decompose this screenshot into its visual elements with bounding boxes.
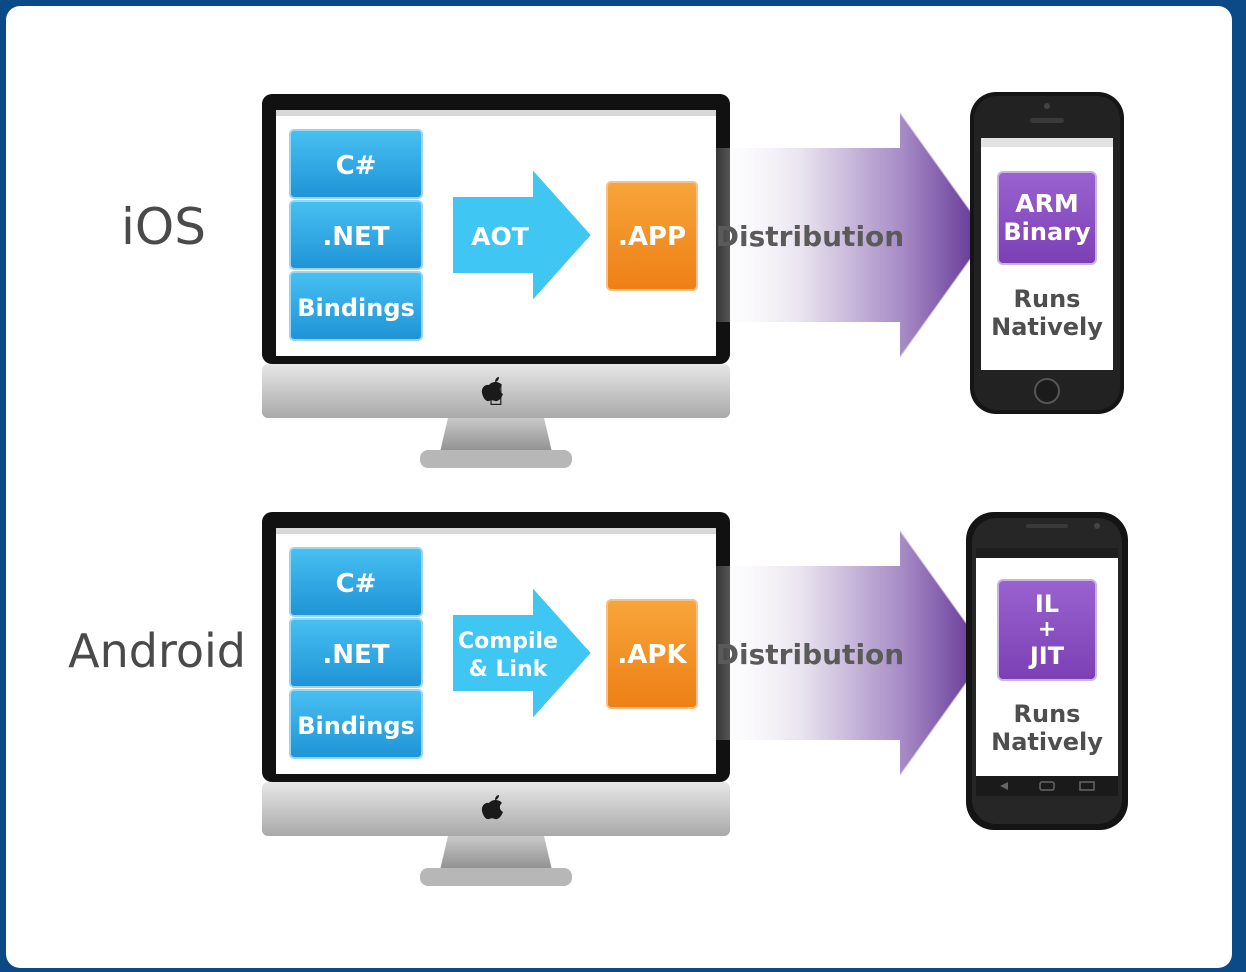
ios-device-line-1: ARM xyxy=(1015,189,1078,218)
android-device-line-1: IL xyxy=(1035,590,1059,618)
ios-stack-bindings: Bindings xyxy=(289,271,423,341)
android-stack-bindings-label: Bindings xyxy=(297,712,415,740)
android-compile-line-2: & Link xyxy=(469,657,549,682)
android-device-line-2: + xyxy=(1038,617,1056,642)
ios-distribution-arrow: Distribution xyxy=(700,111,990,359)
ios-platform-label: iOS xyxy=(121,198,206,256)
android-distribution-arrow: Distribution xyxy=(700,529,990,777)
ios-stack-dotnet-label: .NET xyxy=(322,222,389,252)
ios-stack-csharp: C# xyxy=(289,129,423,199)
android-phone: IL + JIT Runs Natively xyxy=(966,512,1128,830)
android-stack-bindings: Bindings xyxy=(289,689,423,759)
android-stack-dotnet-label: .NET xyxy=(322,640,389,670)
ios-runs-line-2: Natively xyxy=(991,313,1103,341)
ios-runs-line-1: Runs xyxy=(1014,285,1081,313)
android-device-line-3: JIT xyxy=(1028,642,1065,670)
android-distribution-label: Distribution xyxy=(716,638,904,671)
ios-device-line-2: Binary xyxy=(1003,218,1091,246)
android-runs-line-2: Natively xyxy=(991,728,1103,756)
ios-stack-csharp-label: C# xyxy=(336,151,377,181)
ios-distribution-label: Distribution xyxy=(716,220,904,253)
android-stack-csharp: C# xyxy=(289,547,423,617)
ios-stack-bindings-label: Bindings xyxy=(297,294,415,322)
ios-package-label: .APP xyxy=(618,222,686,252)
android-package-label: .APK xyxy=(617,640,687,670)
android-compile-arrow: Compile & Link xyxy=(451,583,594,723)
android-stack-csharp-label: C# xyxy=(336,569,377,599)
android-compile-line-1: Compile xyxy=(458,629,558,654)
ios-stack-dotnet: .NET xyxy=(289,200,423,270)
ios-aot-label: AOT xyxy=(471,222,529,251)
ios-phone: ARM Binary Runs Natively xyxy=(970,92,1124,414)
ios-package-box: .APP xyxy=(606,181,698,291)
android-package-box: .APK xyxy=(606,599,698,709)
apple-logo-icon xyxy=(481,795,503,820)
ios-aot-arrow: AOT xyxy=(451,165,594,305)
android-stack-dotnet: .NET xyxy=(289,618,423,688)
android-pipeline: C# .NET Bindings Compile & Link Distribu… xyxy=(262,512,1128,886)
android-runs-line-1: Runs xyxy=(1014,700,1081,728)
android-platform-label: Android xyxy=(68,624,246,678)
ios-pipeline:  C# .NET Bindings AOT Distribution xyxy=(262,92,1124,468)
